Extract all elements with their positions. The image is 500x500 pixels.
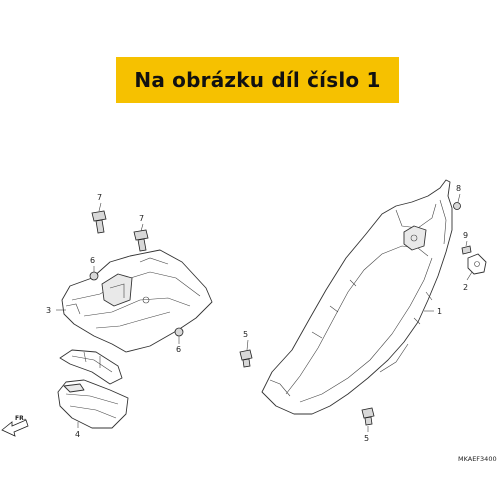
callout-1: 1	[437, 307, 442, 316]
callout-8: 8	[456, 184, 461, 193]
banner-text: Na obrázku díl číslo 1	[134, 68, 381, 92]
callout-2: 2	[463, 283, 468, 292]
part-4-cover	[57, 379, 129, 429]
part-2-bracket	[467, 253, 487, 275]
fastener-6-right	[174, 327, 184, 337]
callout-5-bottom: 5	[364, 434, 369, 443]
fastener-6-left	[89, 271, 99, 281]
callout-7-upper: 7	[97, 193, 102, 202]
callout-3: 3	[46, 306, 51, 315]
diagram-code: MKAEF3400	[458, 455, 497, 463]
front-direction-arrow: FR.	[1, 415, 29, 437]
fastener-8	[453, 202, 461, 210]
callout-9: 9	[463, 231, 468, 240]
fastener-9	[461, 245, 472, 255]
fastener-7-lower	[133, 229, 149, 252]
callout-6-right: 6	[176, 345, 181, 354]
part-3-bracket	[59, 349, 123, 385]
fastener-7-upper	[91, 210, 107, 234]
part-1-rear-fender	[261, 179, 453, 415]
callout-7-lower: 7	[139, 214, 144, 223]
fastener-5-bottom	[361, 407, 375, 426]
title-banner: Na obrázku díl číslo 1	[116, 57, 399, 103]
direction-label: FR.	[15, 415, 26, 422]
part-3-inner-fender	[61, 249, 213, 353]
callout-6-left: 6	[90, 256, 95, 265]
callout-4: 4	[75, 430, 80, 439]
leader-lines	[56, 193, 473, 432]
fastener-5-left	[239, 349, 253, 368]
callout-5-left: 5	[243, 330, 248, 339]
